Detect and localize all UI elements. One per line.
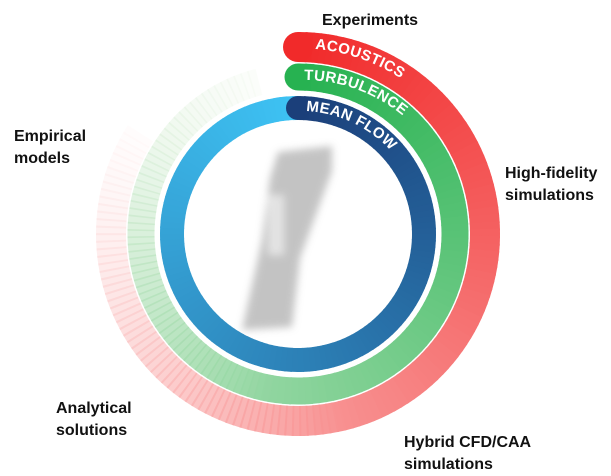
experiments-label: Experiments <box>322 10 418 32</box>
high-fidelity-label-line2: simulations <box>505 185 597 207</box>
empirical-models-label: Empirical models <box>14 126 86 170</box>
ring-acoustics-segment <box>136 133 141 141</box>
high-fidelity-simulations-label: High-fidelity simulations <box>505 163 597 207</box>
center-image <box>242 146 332 330</box>
empirical-label-line1: Empirical <box>14 126 86 148</box>
analytical-label-line2: solutions <box>56 420 132 442</box>
ring-acoustics-head-cap <box>283 32 313 62</box>
analytical-label-line1: Analytical <box>56 398 132 420</box>
hybrid-cfd-caa-simulations-label: Hybrid CFD/CAA simulations <box>404 432 531 476</box>
hybrid-label-line1: Hybrid CFD/CAA <box>404 432 531 454</box>
hybrid-label-line2: simulations <box>404 454 531 476</box>
ring-turbulence-segment <box>251 82 259 84</box>
experiments-label-line1: Experiments <box>322 10 418 32</box>
analytical-solutions-label: Analytical solutions <box>56 398 132 442</box>
empirical-label-line2: models <box>14 148 86 170</box>
high-fidelity-label-line1: High-fidelity <box>505 163 597 185</box>
